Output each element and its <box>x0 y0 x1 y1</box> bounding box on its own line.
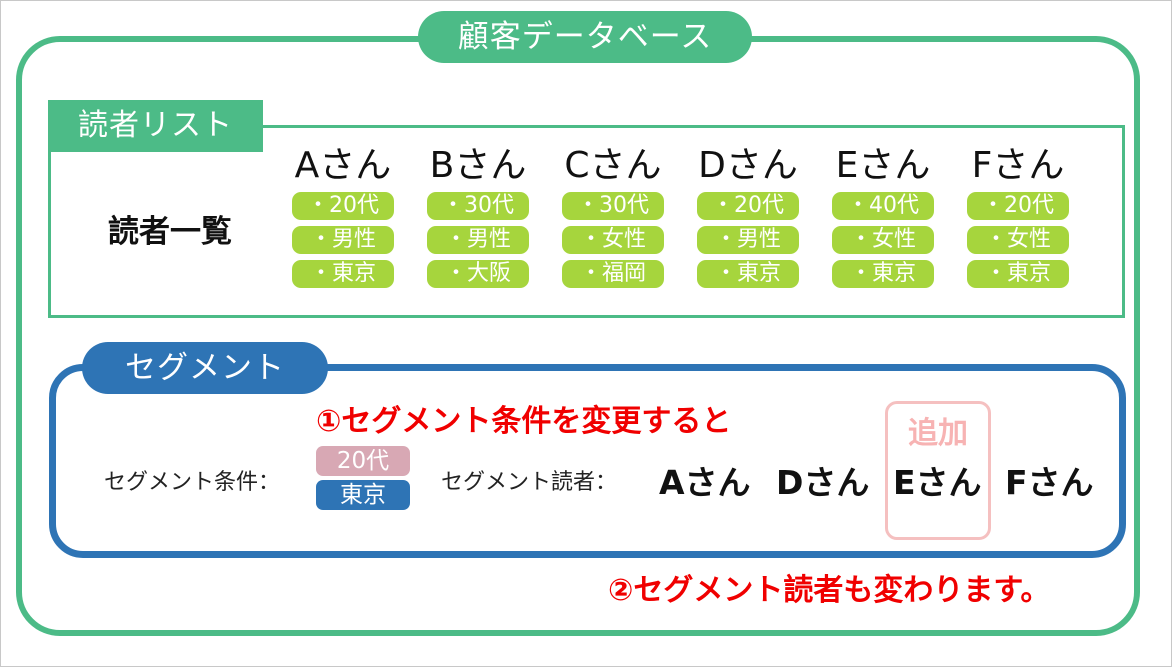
reader-tag-gender: ・男性 <box>697 226 799 254</box>
reader-name: Aさん <box>294 145 392 186</box>
segment-readers-label: セグメント読者： <box>441 470 618 495</box>
step-2-note: ②セグメント読者も変わります。 <box>608 573 1051 608</box>
reader-tag-age: ・30代 <box>427 192 529 220</box>
reader-name: Dさん <box>698 145 798 186</box>
added-reader-highlight <box>885 401 991 540</box>
reader-name: Bさん <box>429 145 527 186</box>
reader-tag-age: ・20代 <box>697 192 799 220</box>
reader-column-f: Fさん ・20代 ・女性 ・東京 <box>965 140 1071 294</box>
segment-box <box>49 364 1126 558</box>
reader-tag-age: ・20代 <box>967 192 1069 220</box>
reader-list-row-label: 読者一覧 <box>108 214 232 250</box>
added-label: 追加 <box>908 416 968 451</box>
reader-tag-gender: ・男性 <box>292 226 394 254</box>
reader-tag-age: ・40代 <box>832 192 934 220</box>
segment-tab: セグメント <box>82 342 328 394</box>
reader-column-a: Aさん ・20代 ・男性 ・東京 <box>290 140 396 294</box>
segment-reader-added: Eさん <box>893 463 982 502</box>
database-title: 顧客データベース <box>418 11 752 63</box>
reader-tag-location: ・東京 <box>292 260 394 288</box>
reader-column-b: Bさん ・30代 ・男性 ・大阪 <box>425 140 531 294</box>
reader-tag-location: ・大阪 <box>427 260 529 288</box>
segment-condition-age-chip: 20代 <box>316 446 410 476</box>
segment-reader: Aさん <box>659 463 751 502</box>
reader-tag-age: ・20代 <box>292 192 394 220</box>
reader-list-tab: 読者リスト <box>48 100 263 152</box>
reader-column-d: Dさん ・20代 ・男性 ・東京 <box>695 140 801 294</box>
reader-tag-age: ・30代 <box>562 192 664 220</box>
reader-name: Cさん <box>564 145 662 186</box>
reader-tag-location: ・東京 <box>967 260 1069 288</box>
segment-condition-location-chip: 東京 <box>316 480 410 510</box>
segment-reader: Dさん <box>776 463 870 502</box>
reader-tag-location: ・東京 <box>697 260 799 288</box>
reader-column-c: Cさん ・30代 ・女性 ・福岡 <box>560 140 666 294</box>
segment-condition-label: セグメント条件： <box>104 470 281 495</box>
step-1-note: ①セグメント条件を変更すると <box>316 404 732 439</box>
reader-tag-location: ・福岡 <box>562 260 664 288</box>
reader-tag-gender: ・男性 <box>427 226 529 254</box>
reader-tag-gender: ・女性 <box>832 226 934 254</box>
reader-tag-gender: ・女性 <box>562 226 664 254</box>
reader-name: Eさん <box>835 145 931 186</box>
reader-column-e: Eさん ・40代 ・女性 ・東京 <box>830 140 936 294</box>
reader-tag-gender: ・女性 <box>967 226 1069 254</box>
reader-name: Fさん <box>971 145 1065 186</box>
segment-reader: Fさん <box>1005 463 1094 502</box>
reader-tag-location: ・東京 <box>832 260 934 288</box>
